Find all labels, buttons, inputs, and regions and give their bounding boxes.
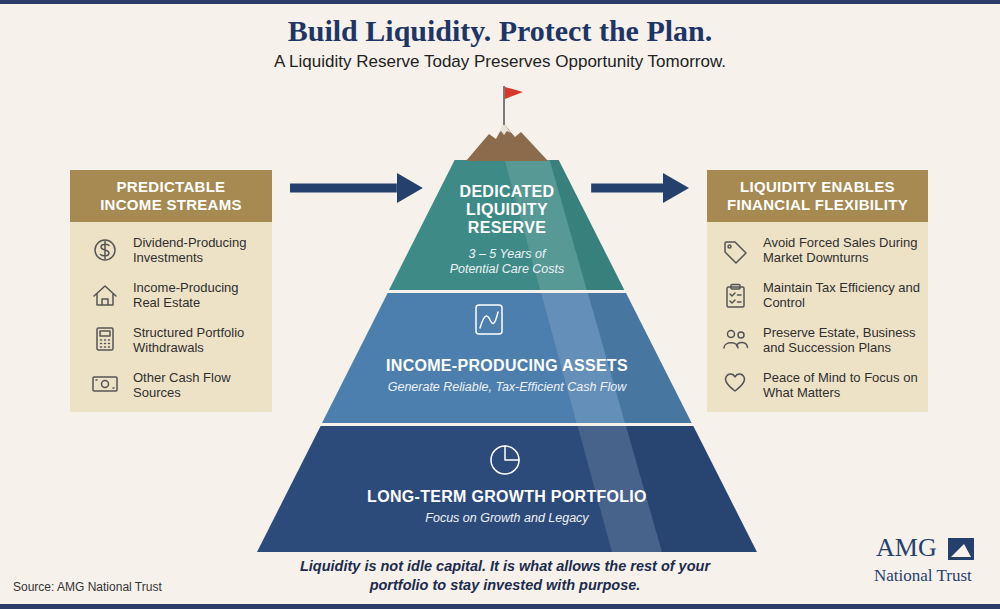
tier-heading: INCOME-PRODUCING ASSETS xyxy=(347,357,667,375)
bottom-rule xyxy=(0,604,1000,609)
house-icon xyxy=(94,286,116,305)
list-item: Dividend-Producing Investments xyxy=(133,235,263,265)
pyramid-tier: DEDICATED LIQUIDITY RESERVE 3 – 5 Years o… xyxy=(389,160,624,290)
logo-word: AMG xyxy=(876,533,946,563)
flag-pole xyxy=(503,86,505,125)
subtitle: A Liquidity Reserve Today Preserves Oppo… xyxy=(0,52,1000,72)
heart-icon xyxy=(725,374,744,391)
logo-mark xyxy=(948,538,974,560)
clipboard-icon xyxy=(730,293,741,303)
title: Build Liquidity. Protect the Plan. xyxy=(0,13,1000,49)
chart-icon xyxy=(480,312,498,328)
caption: Liquidity is not idle capital. It is wha… xyxy=(287,557,723,595)
logo-name: National Trust xyxy=(874,566,984,586)
people-icon xyxy=(728,331,735,338)
tag-icon xyxy=(728,245,731,248)
banknote-icon xyxy=(96,380,114,388)
info-box: LIQUIDITY ENABLES FINANCIAL FLEXIBILITY A… xyxy=(707,170,928,412)
info-box: PREDICTABLE INCOME STREAMS Dividend-Produ… xyxy=(70,170,272,412)
list-item: Maintain Tax Efficiency and Control xyxy=(763,280,931,310)
source-note: Source: AMG National Trust xyxy=(13,580,313,594)
calculator-icon xyxy=(97,328,113,350)
list-item: Income-Producing Real Estate xyxy=(133,280,263,310)
calculator-icon xyxy=(101,340,110,347)
tier-heading: LONG-TERM GROWTH PORTFOLIO xyxy=(307,488,707,506)
dollar-icon xyxy=(101,242,110,259)
box-header: PREDICTABLE INCOME STREAMS xyxy=(70,170,272,222)
pyramid-tier: LONG-TERM GROWTH PORTFOLIO Focus on Growt… xyxy=(257,426,757,552)
people-icon xyxy=(724,342,748,348)
clipboard-icon xyxy=(731,285,740,290)
tag-icon xyxy=(725,242,746,263)
list-item: Preserve Estate, Business and Succession… xyxy=(763,325,931,355)
banknote-icon xyxy=(93,377,117,391)
list-item: Structured Portfolio Withdrawals xyxy=(133,325,263,355)
box-heading: PREDICTABLE INCOME STREAMS xyxy=(96,178,246,214)
pyramid-tier: INCOME-PRODUCING ASSETS Generate Reliable… xyxy=(322,293,692,423)
dollar-icon xyxy=(95,240,115,260)
box-header: LIQUIDITY ENABLES FINANCIAL FLEXIBILITY xyxy=(707,170,928,222)
list-item: Other Cash Flow Sources xyxy=(133,370,263,400)
top-rule xyxy=(0,0,1000,4)
tier-subtitle: Focus on Growth and Legacy xyxy=(307,511,707,526)
list-item: Avoid Forced Sales During Market Downtur… xyxy=(763,235,931,265)
tier-subtitle: 3 – 5 Years of Potential Care Costs xyxy=(444,247,569,277)
mountain-peak xyxy=(466,124,548,161)
tier-heading: DEDICATED LIQUIDITY RESERVE xyxy=(447,183,567,237)
logo-mark xyxy=(951,544,971,557)
box-heading: LIQUIDITY ENABLES FINANCIAL FLEXIBILITY xyxy=(715,178,920,214)
pie-icon xyxy=(491,446,519,474)
calculator-icon xyxy=(100,331,110,336)
banknote-icon xyxy=(102,381,109,388)
pie-icon xyxy=(505,446,519,460)
flow-arrow xyxy=(591,184,663,193)
clipboard-icon xyxy=(727,287,744,307)
flag xyxy=(505,87,523,99)
list-item: Peace of Mind to Focus on What Matters xyxy=(763,370,931,400)
mountain-snow xyxy=(498,124,511,135)
people-icon xyxy=(738,332,744,338)
chart-icon xyxy=(476,305,502,334)
flow-arrow xyxy=(290,184,397,193)
tier-subtitle: Generate Reliable, Tax-Efficient Cash Fl… xyxy=(347,380,667,395)
